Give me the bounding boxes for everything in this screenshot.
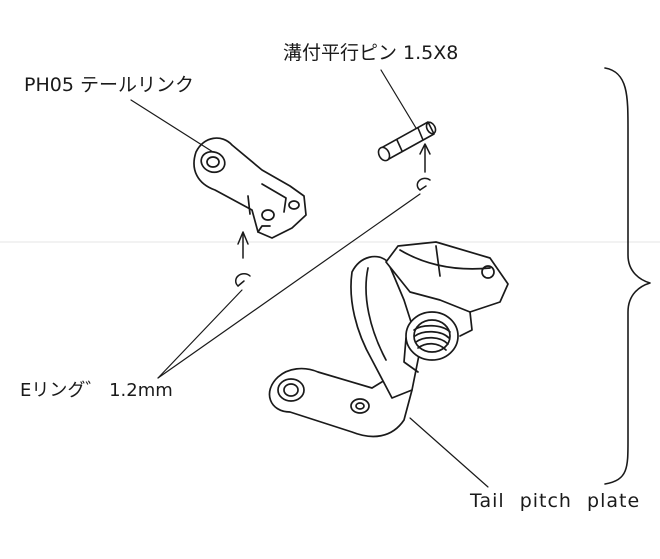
arrow-up-upper (419, 143, 431, 173)
arrow-up-lower (237, 231, 249, 259)
tail-link (193, 137, 307, 239)
leader-lines (130, 69, 489, 488)
grooved-pin-label: 溝付平行ピン 1.5X8 (283, 42, 459, 64)
tail-pitch-plate (268, 241, 509, 438)
grouping-brace (604, 67, 651, 485)
e-ring-lower (235, 273, 251, 287)
tail-link-label: PH05 テールリンク (24, 74, 194, 96)
e-ring-label: Eリング゛ 1.2mm (20, 380, 173, 401)
e-ring-upper (416, 177, 431, 191)
grooved-pin (377, 121, 437, 162)
tail-pitch-plate-label: Tail pitch plate (470, 490, 641, 512)
